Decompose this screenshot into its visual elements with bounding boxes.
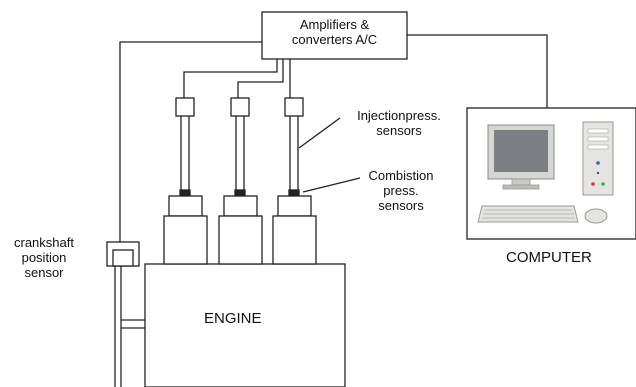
combustion-sensors-label: Combistion press. sensors (368, 168, 434, 213)
cylinder-2 (218, 97, 263, 265)
amplifiers-label: Amplifiers & converters A/C (291, 17, 378, 47)
cable-injection-1 (183, 59, 278, 98)
injection-leader-line (298, 117, 341, 149)
combustion-leader-line (302, 177, 361, 193)
amplifier-box (261, 11, 408, 60)
engine-label: ENGINE (204, 310, 262, 327)
injection-sensors-label: Injectionpress. sensors (357, 108, 441, 138)
cable-injection-2 (237, 59, 284, 98)
desktop-computer-icon (477, 121, 614, 224)
cable-crankshaft (119, 41, 262, 242)
crankshaft-sensor-label: crankshaft position sensor (14, 235, 74, 280)
mouse-icon (584, 208, 608, 224)
monitor-icon (487, 124, 555, 190)
keyboard-icon (477, 205, 579, 223)
cylinder-1 (163, 97, 208, 265)
tower-icon (582, 121, 614, 196)
cable-computer (407, 34, 548, 108)
crankshaft-sensor-icon (106, 241, 145, 387)
cylinder-3 (272, 97, 317, 265)
computer-label: COMPUTER (506, 249, 592, 266)
